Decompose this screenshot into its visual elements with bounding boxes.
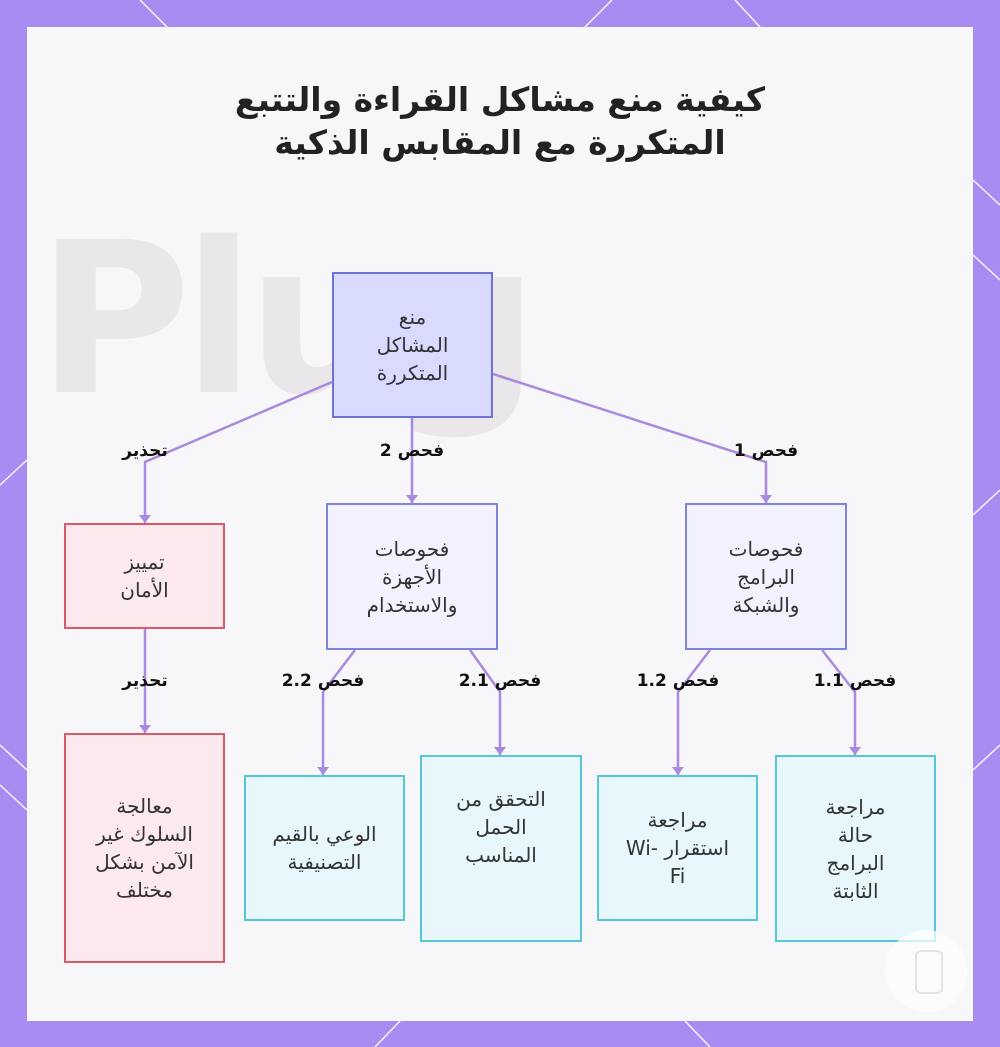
arrow-unsafe (139, 725, 151, 733)
arrow-firmware (849, 747, 861, 755)
arrow-safety (139, 515, 151, 523)
node-firmware-status-review: مراجعة حالة البرامج الثابتة (775, 755, 936, 942)
node-safety-distinction: تمييز الأمان (64, 523, 225, 629)
edge-label-warning-2: تحذير (122, 671, 168, 691)
node-classification-awareness: الوعي بالقيم التصنيفية (244, 775, 405, 921)
edge-label-check-1: فحص 1 (733, 441, 799, 461)
edge-root-safety (143, 380, 333, 523)
node-verify-proper-load: التحقق من الحمل المناسب (420, 755, 582, 942)
node-software-network-checks: فحوصات البرامج والشبكة (685, 503, 847, 650)
arrow-load (494, 747, 506, 755)
edge-label-check-1-2: فحص 1.2 (636, 671, 720, 691)
node-wifi-stability-review: مراجعة استقرار Wi-Fi (597, 775, 758, 921)
edge-label-check-2-1: فحص 2.1 (458, 671, 542, 691)
node-handle-unsafe-behavior: معالجة السلوك غير الآمن بشكل مختلف (64, 733, 225, 963)
arrow-hardware (406, 495, 418, 503)
edge-label-check-1-1: فحص 1.1 (813, 671, 897, 691)
edge-root-software (492, 372, 768, 503)
node-prevent-recurring-issues: منع المشاكل المتكررة (332, 272, 493, 418)
plug-icon (885, 930, 967, 1012)
edge-label-warning-1: تحذير (122, 441, 168, 461)
edge-software-wifi (676, 649, 711, 775)
arrow-wifi (672, 767, 684, 775)
edge-software-firmware (821, 649, 857, 755)
node-hardware-usage-checks: فحوصات الأجهزة والاستخدام (326, 503, 498, 650)
arrow-awareness (317, 767, 329, 775)
edge-label-check-2: فحص 2 (379, 441, 445, 461)
diagram-title: كيفية منع مشاكل القراءة والتتبع المتكررة… (234, 80, 766, 162)
arrow-software (760, 495, 772, 503)
edge-hardware-load (468, 649, 502, 755)
edge-label-check-2-2: فحص 2.2 (281, 671, 365, 691)
edge-hardware-awareness (321, 649, 356, 775)
